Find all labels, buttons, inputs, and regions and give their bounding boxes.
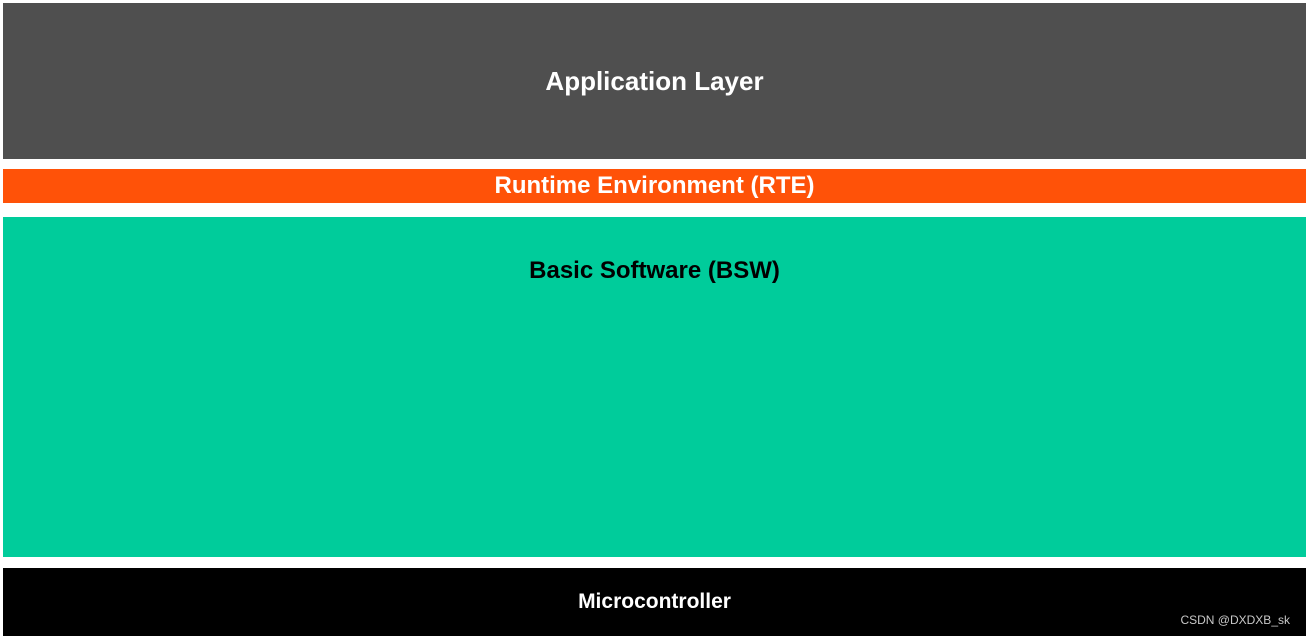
- application-layer-block: Application Layer: [3, 3, 1306, 159]
- microcontroller-layer-label: Microcontroller: [578, 590, 731, 613]
- application-layer-label: Application Layer: [545, 65, 764, 96]
- rte-layer-block: Runtime Environment (RTE): [3, 169, 1306, 203]
- bsw-layer-label: Basic Software (BSW): [529, 257, 780, 284]
- microcontroller-layer-block: Microcontroller CSDN @DXDXB_sk: [3, 568, 1306, 636]
- bsw-layer-block: Basic Software (BSW): [3, 217, 1306, 557]
- rte-layer-label: Runtime Environment (RTE): [494, 172, 815, 199]
- watermark: CSDN @DXDXB_sk: [1180, 613, 1290, 627]
